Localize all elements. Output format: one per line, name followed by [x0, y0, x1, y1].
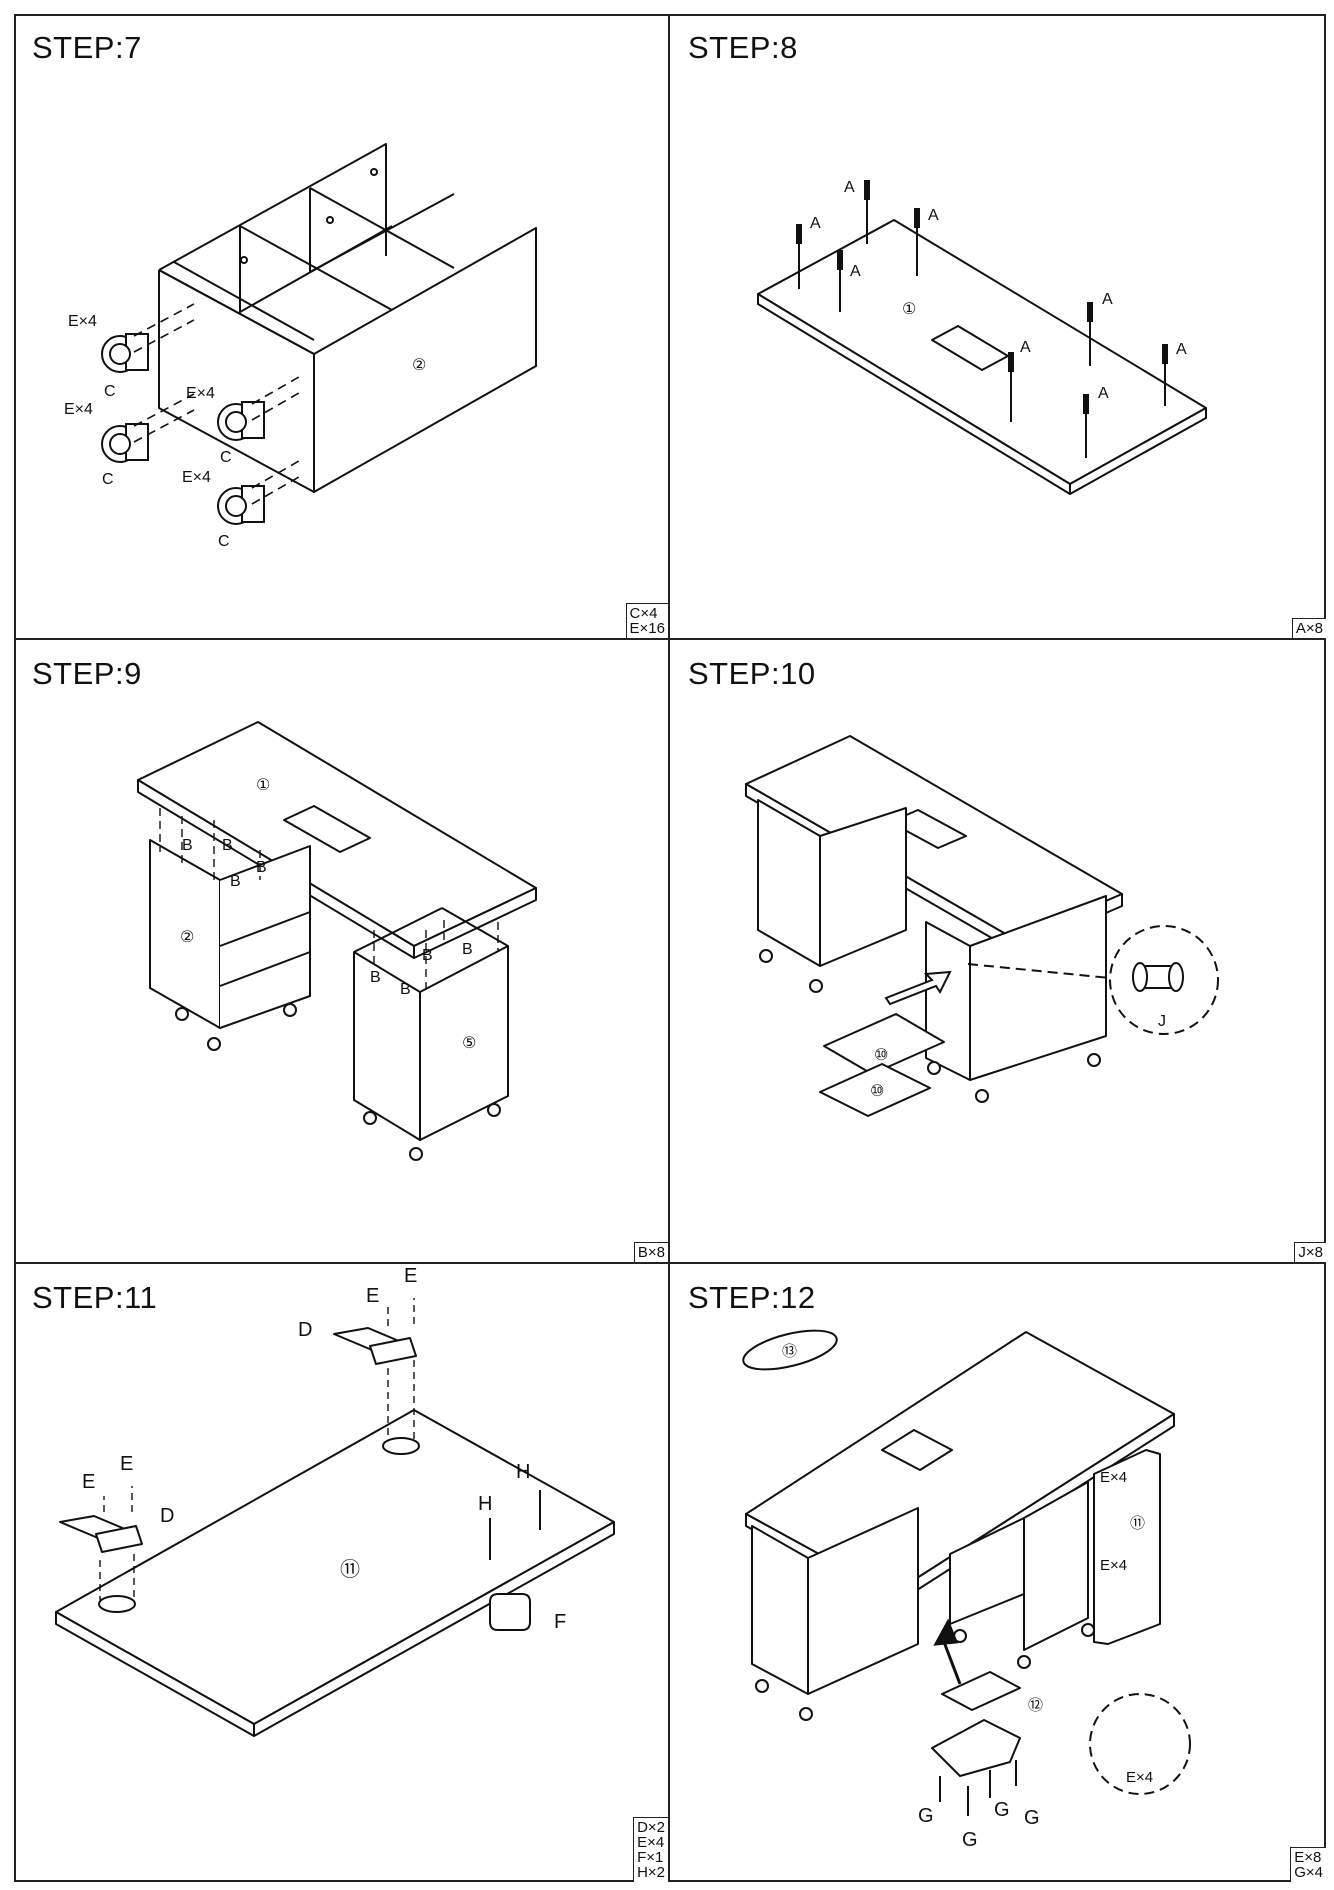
label-b: B: [370, 969, 381, 986]
label-f: F: [554, 1611, 566, 1633]
label-shelf-10: ⑩: [874, 1047, 888, 1064]
panel-divider-vertical: [668, 14, 670, 1882]
label-b: B: [230, 873, 241, 890]
part-count: E×8: [1294, 1849, 1322, 1866]
label-panel-2: ②: [412, 357, 426, 374]
label-a: A: [928, 207, 939, 224]
label-h: H: [516, 1461, 530, 1483]
label-e: E: [404, 1265, 417, 1287]
label-e4: E×4: [68, 313, 97, 330]
step-12-illustration: G G G G E×4 E×4 E×4 ⑪ ⑫ ⑬: [742, 1329, 1191, 1851]
label-e4: E×4: [64, 401, 93, 418]
label-g: G: [1024, 1807, 1040, 1829]
step-9-illustration: B B B B B B B B ① ② ⑤: [137, 721, 537, 1161]
label-e4: E×4: [1100, 1557, 1127, 1574]
step-7-panel: STEP:7: [14, 14, 668, 638]
label-a: A: [1102, 291, 1113, 308]
label-door-11: ⑪: [340, 1558, 360, 1581]
label-b: B: [462, 941, 473, 958]
label-e4: E×4: [186, 385, 215, 402]
label-e4: E×4: [182, 469, 211, 486]
label-a: A: [844, 179, 855, 196]
step-8-panel: STEP:8 A A A A A A A A ①: [670, 14, 1326, 638]
label-a: A: [1020, 339, 1031, 356]
label-e: E: [82, 1471, 95, 1493]
label-panel-5: ⑤: [462, 1035, 476, 1052]
parts-list: A×8: [1291, 618, 1326, 638]
part-count: A×8: [1295, 620, 1323, 637]
label-b: B: [182, 837, 193, 854]
label-e: E: [366, 1285, 379, 1307]
label-a: A: [1098, 385, 1109, 402]
label-panel-2: ②: [180, 929, 194, 946]
label-d: D: [160, 1505, 174, 1527]
step-title: STEP:10: [688, 656, 816, 691]
label-j: J: [1158, 1013, 1166, 1030]
label-b: B: [422, 947, 433, 964]
parts-list: J×8: [1294, 1242, 1326, 1262]
label-c: C: [218, 533, 230, 550]
label-panel-1: ①: [902, 301, 916, 318]
step-7-illustration: E×4 E×4 E×4 E×4 C C C C ②: [64, 143, 537, 550]
part-count: C×4: [629, 605, 658, 622]
label-panel-1: ①: [256, 777, 270, 794]
label-c: C: [102, 471, 114, 488]
parts-list: E×8 G×4: [1290, 1847, 1326, 1882]
step-9-panel: STEP:9 B B: [14, 640, 668, 1262]
parts-list: D×2 E×4 F×1 H×2: [633, 1817, 668, 1882]
label-g: G: [918, 1805, 934, 1827]
label-a: A: [850, 263, 861, 280]
parts-list: C×4 E×16: [625, 603, 668, 638]
step-10-panel: STEP:10 J ⑩ ⑩: [670, 640, 1326, 1262]
part-count: B×8: [637, 1244, 665, 1261]
part-count: E×4: [637, 1834, 665, 1851]
step-11-illustration: E E E E D D H H F ⑪: [55, 1265, 615, 1737]
step-11-panel: STEP:11 E E E E D: [14, 1264, 668, 1882]
part-count: D×2: [637, 1819, 665, 1836]
label-a: A: [1176, 341, 1187, 358]
label-cap-13: ⑬: [782, 1343, 797, 1360]
label-g: G: [962, 1829, 978, 1851]
step-title: STEP:8: [688, 30, 798, 65]
step-title: STEP:9: [32, 656, 142, 691]
label-d: D: [298, 1319, 312, 1341]
step-title: STEP:7: [32, 30, 142, 65]
label-door-11: ⑪: [1130, 1515, 1145, 1532]
label-e4: E×4: [1126, 1769, 1153, 1786]
step-title: STEP:12: [688, 1280, 816, 1315]
label-h: H: [478, 1493, 492, 1515]
label-e: E: [120, 1453, 133, 1475]
panel-divider-row-2: [14, 1262, 1326, 1264]
instruction-sheet: [14, 14, 1326, 1882]
part-count: E×16: [629, 620, 665, 637]
label-shelf-10: ⑩: [870, 1083, 884, 1100]
label-b: B: [222, 837, 233, 854]
label-a: A: [810, 215, 821, 232]
panel-divider-row-1: [14, 638, 1326, 640]
step-12-panel: STEP:12 G: [670, 1264, 1326, 1882]
step-8-illustration: A A A A A A A A ①: [757, 179, 1207, 495]
label-g: G: [994, 1799, 1010, 1821]
part-count: F×1: [637, 1849, 664, 1866]
label-c: C: [220, 449, 232, 466]
parts-list: B×8: [633, 1242, 668, 1262]
step-title: STEP:11: [32, 1280, 158, 1315]
label-b: B: [256, 859, 267, 876]
label-tray-12: ⑫: [1028, 1697, 1043, 1714]
step-10-illustration: J ⑩ ⑩: [745, 735, 1219, 1117]
label-e4: E×4: [1100, 1469, 1127, 1486]
label-c: C: [104, 383, 116, 400]
part-count: J×8: [1298, 1244, 1323, 1261]
label-b: B: [400, 981, 411, 998]
part-count: G×4: [1294, 1864, 1323, 1881]
part-count: H×2: [637, 1864, 665, 1881]
